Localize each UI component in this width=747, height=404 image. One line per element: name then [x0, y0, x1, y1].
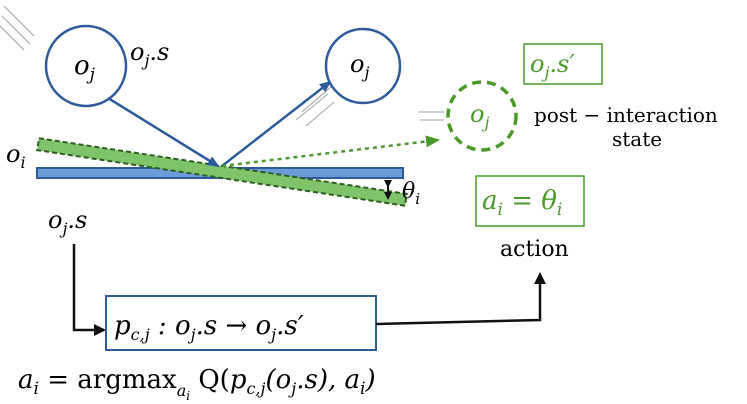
flow-arrow-to-predictor: [72, 244, 106, 336]
predictor-label: pc,j : oj.s → oj.s′: [114, 311, 304, 344]
motion-lines-post: [418, 111, 444, 121]
outgoing-object-circle: [324, 27, 402, 105]
post-interaction-trajectory-arrow: [221, 135, 440, 168]
post-state-box: [523, 43, 603, 85]
outgoing-object-label: oj: [350, 50, 369, 82]
incoming-trajectory-arrow: [107, 96, 220, 168]
incoming-object-label: oj: [74, 51, 96, 85]
post-interaction-caption-line2: state: [612, 127, 662, 151]
outgoing-trajectory-arrow: [221, 80, 332, 167]
post-interaction-caption-line1: post − interaction: [534, 103, 718, 127]
motion-lines-outgoing: [295, 85, 335, 127]
incoming-object-circle: [44, 24, 128, 108]
post-interaction-object-label: oj: [470, 100, 489, 132]
predictor-box: [105, 295, 377, 351]
angle-label: θi: [402, 179, 420, 208]
post-state-box-label: oj.s′: [530, 50, 575, 82]
action-caption: action: [500, 237, 569, 262]
surface-label: oi: [6, 140, 26, 172]
incoming-state-label: oj.s: [130, 38, 169, 70]
argmax-formula: ai = argmaxai Q(pc,j(oj.s), ai): [18, 365, 376, 403]
motion-lines-incoming: [0, 5, 35, 51]
flow-arrow-to-action: [375, 272, 546, 326]
post-interaction-object-circle: [446, 80, 518, 152]
state-left-label: oj.s: [48, 206, 87, 238]
action-box-label: ai = θi: [482, 186, 562, 220]
action-box: [475, 175, 585, 227]
